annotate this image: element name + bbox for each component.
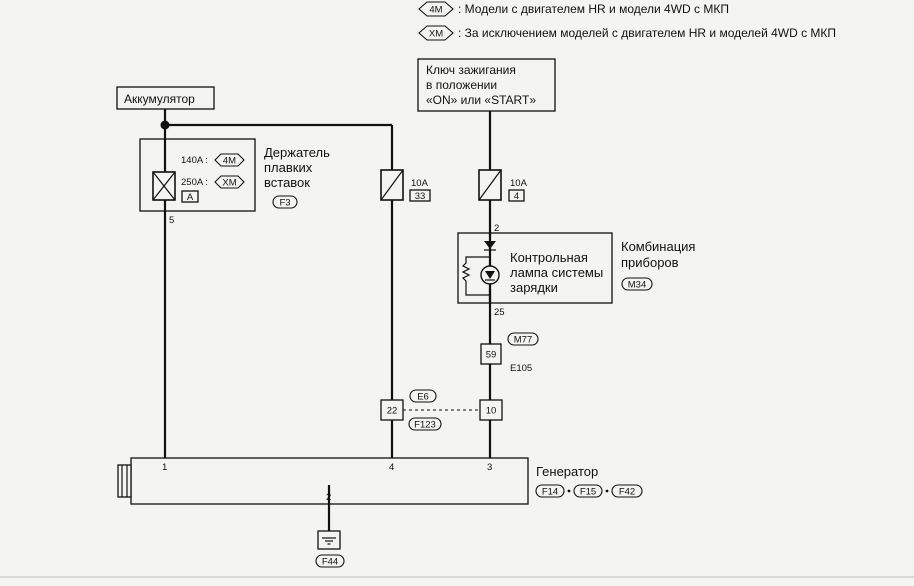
connector-f123 bbox=[408, 417, 442, 431]
connector-e6-f123: 22 10 E6 F123 bbox=[380, 389, 503, 431]
ground: F44 bbox=[315, 530, 345, 568]
svg-text:10A: 10A bbox=[510, 178, 528, 189]
variant-xm-symbol bbox=[214, 175, 245, 189]
connector-f14 bbox=[535, 484, 565, 498]
svg-text:4M: 4M bbox=[223, 156, 236, 167]
variant-4m-symbol bbox=[214, 153, 245, 167]
svg-text:E6: E6 bbox=[417, 392, 429, 403]
combination-meter-title: Комбинация bbox=[621, 239, 695, 254]
generator-pin-1: 1 bbox=[162, 462, 167, 473]
svg-text:плавких: плавких bbox=[264, 160, 313, 175]
svg-text:XM: XM bbox=[429, 29, 443, 40]
meter-pin-2: 2 bbox=[494, 223, 499, 234]
connector-f44 bbox=[315, 554, 345, 568]
svg-text:лампа системы: лампа системы bbox=[510, 265, 603, 280]
connector-f15 bbox=[573, 484, 603, 498]
legend-xm-text: : За исключением моделей с двигателем HR… bbox=[458, 26, 836, 40]
svg-text:Ключ зажигания: Ключ зажигания bbox=[426, 63, 516, 77]
svg-text:250A :: 250A : bbox=[181, 177, 208, 188]
generator-pin-4: 4 bbox=[389, 462, 394, 473]
terminal-5: 5 bbox=[169, 215, 174, 226]
connector-f3 bbox=[272, 195, 298, 209]
svg-text:F123: F123 bbox=[414, 420, 436, 431]
fusible-link-holder: 140A : 4M 250A : XM A 5 Держатель плавки… bbox=[139, 138, 330, 226]
svg-text:XM: XM bbox=[222, 178, 236, 189]
connector-f42 bbox=[611, 484, 643, 498]
wires bbox=[160, 109, 492, 531]
svg-text:в положении: в положении bbox=[426, 78, 497, 92]
connector-m77-e105: 59 M77 E105 bbox=[480, 332, 539, 374]
generator-pin-2: 2 bbox=[326, 492, 331, 503]
svg-text:59: 59 bbox=[486, 350, 497, 361]
charge-lamp-label: Контрольная bbox=[510, 250, 588, 265]
svg-text:22: 22 bbox=[387, 406, 398, 417]
svg-text:F14: F14 bbox=[542, 487, 558, 498]
fuse-4: 10A 4 bbox=[478, 169, 528, 202]
svg-text:F42: F42 bbox=[619, 487, 635, 498]
battery: Аккумулятор bbox=[116, 86, 215, 110]
svg-text:вставок: вставок bbox=[264, 175, 310, 190]
svg-text:4: 4 bbox=[514, 191, 519, 202]
svg-text:«ON» или «START»: «ON» или «START» bbox=[426, 93, 536, 107]
ignition-switch: Ключ зажигания в положении «ON» или «STA… bbox=[417, 58, 556, 112]
generator-pin-3: 3 bbox=[487, 462, 492, 473]
resistor-icon bbox=[461, 256, 490, 296]
connector-m77 bbox=[507, 332, 539, 346]
generator-title: Генератор bbox=[536, 464, 598, 479]
fuse-33: 10A 33 bbox=[380, 169, 431, 202]
battery-label: Аккумулятор bbox=[124, 92, 195, 106]
svg-text:F3: F3 bbox=[279, 198, 290, 209]
connector-m34 bbox=[621, 277, 653, 291]
diode-icon bbox=[484, 241, 496, 249]
svg-text:4M: 4M bbox=[429, 5, 442, 16]
svg-text:приборов: приборов bbox=[621, 255, 679, 270]
combination-meter: 2 25 Контрольная лампа системы зарядки К… bbox=[457, 223, 695, 318]
svg-text:M34: M34 bbox=[628, 280, 646, 291]
meter-pin-25: 25 bbox=[494, 307, 505, 318]
fusible-link-holder-title: Держатель bbox=[264, 145, 330, 160]
legend: 4M : Модели с двигателем HR и модели 4WD… bbox=[418, 1, 836, 41]
svg-text:10A: 10A bbox=[411, 178, 429, 189]
connector-e6 bbox=[409, 389, 437, 403]
generator: 1 4 3 2 Генератор F14 F15 F42 bbox=[117, 457, 643, 505]
fuse-id-box bbox=[181, 190, 199, 203]
legend-4m-symbol bbox=[418, 1, 454, 17]
svg-text:M77: M77 bbox=[514, 335, 532, 346]
svg-text:A: A bbox=[187, 192, 194, 203]
svg-text:10: 10 bbox=[486, 406, 497, 417]
svg-text:33: 33 bbox=[415, 191, 426, 202]
legend-4m-text: : Модели с двигателем HR и модели 4WD с … bbox=[458, 2, 729, 16]
connector-e105: E105 bbox=[510, 363, 532, 374]
svg-text:F44: F44 bbox=[322, 557, 338, 568]
svg-text:F15: F15 bbox=[580, 487, 596, 498]
legend-xm-symbol bbox=[418, 25, 454, 41]
ground-icon bbox=[317, 530, 341, 550]
svg-text:140A :: 140A : bbox=[181, 155, 208, 166]
svg-text:зарядки: зарядки bbox=[510, 280, 558, 295]
pulley-icon bbox=[117, 464, 132, 498]
